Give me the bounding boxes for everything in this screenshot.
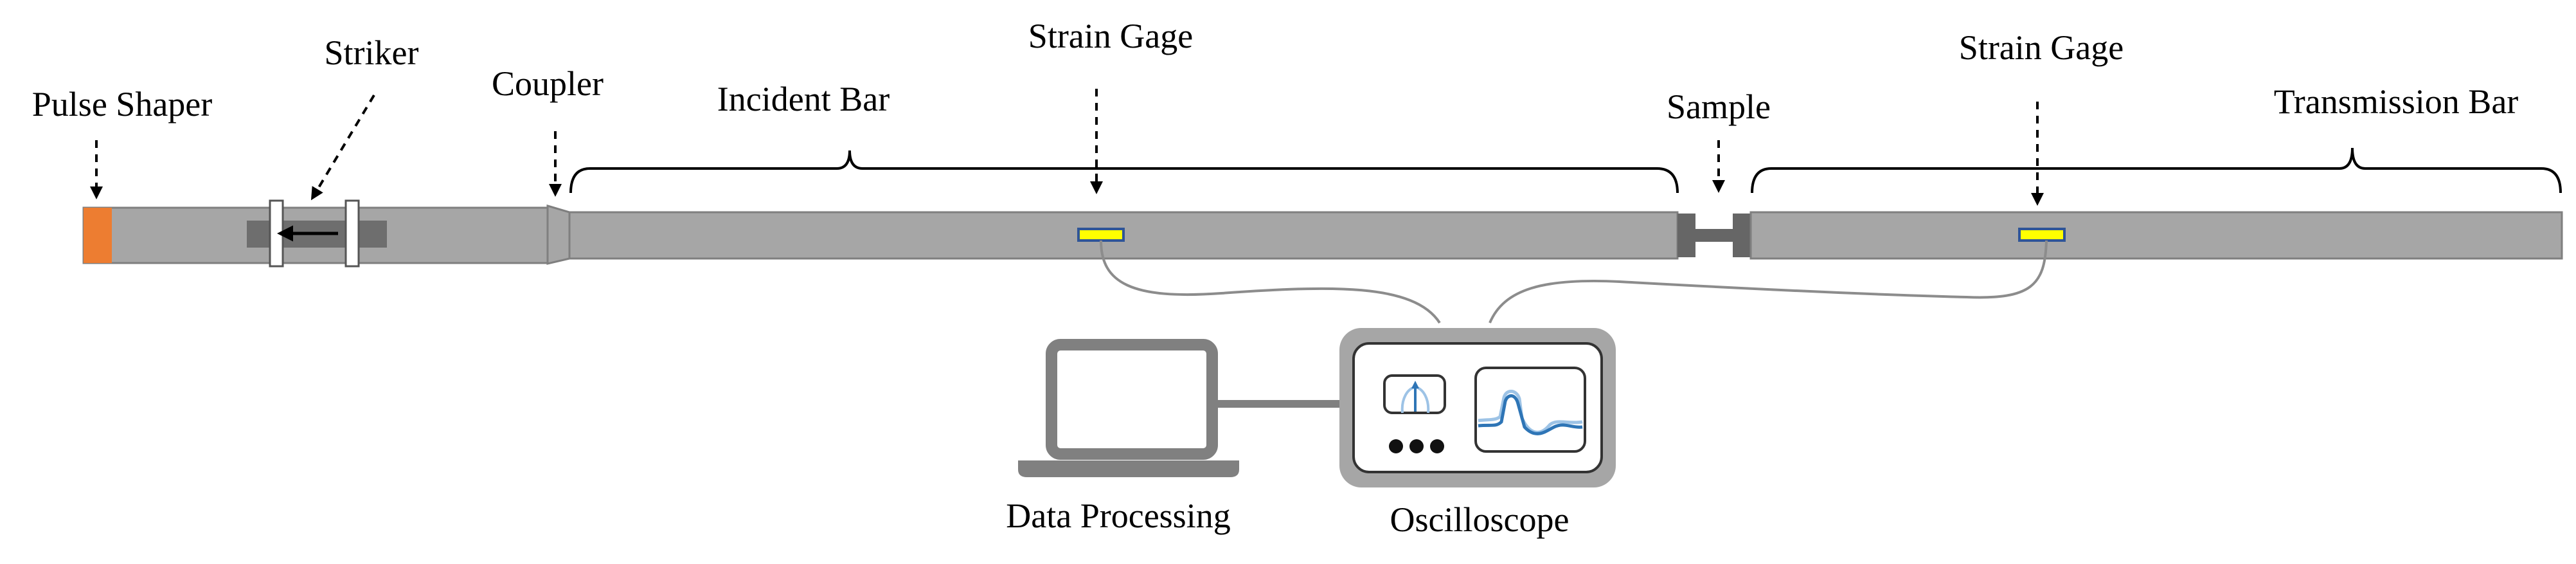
striker-ring-right [344, 199, 360, 268]
striker-arrow [310, 94, 375, 201]
laptop-icon [1018, 339, 1239, 477]
label-coupler: Coupler [492, 64, 604, 103]
oscilloscope [1339, 328, 1616, 487]
strain-gage-transmission [2018, 228, 2066, 242]
label-striker: Striker [325, 33, 419, 72]
label-data-processing: Data Processing [1006, 496, 1230, 535]
label-strain-gage-transmission: Strain Gage [1959, 28, 2124, 67]
scope-knob-1 [1389, 439, 1403, 453]
wire-transmission-gage [1489, 240, 2048, 323]
label-incident-bar: Incident Bar [717, 80, 890, 118]
gauge-icon [1383, 374, 1446, 414]
sample-holder-left [1677, 214, 1695, 257]
coupler [546, 204, 571, 265]
waveform-icon [1474, 367, 1586, 453]
sample-holder-right [1733, 214, 1751, 257]
strain-gage-incident [1077, 228, 1125, 242]
label-sample: Sample [1667, 87, 1771, 126]
transmission-bar-brace [1751, 147, 2562, 194]
label-transmission-bar: Transmission Bar [2274, 82, 2519, 121]
wire-incident-gage [1100, 240, 1441, 324]
scope-knob-2 [1409, 439, 1424, 453]
scope-knob-3 [1430, 439, 1444, 453]
label-pulse-shaper: Pulse Shaper [32, 85, 212, 123]
label-oscilloscope: Oscilloscope [1390, 500, 1570, 539]
transmission-bar [1749, 211, 2563, 260]
pulse-shaper [84, 208, 112, 263]
sample [1695, 229, 1733, 242]
incident-bar-brace [569, 150, 1679, 194]
label-strain-gage-incident: Strain Gage [1028, 17, 1193, 55]
